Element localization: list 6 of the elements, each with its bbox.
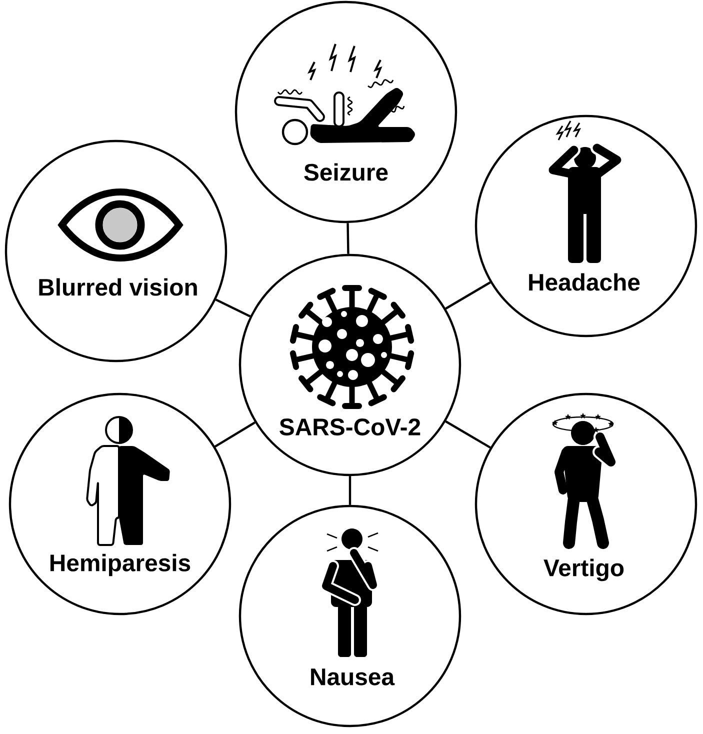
connector-line (346, 223, 350, 254)
connector-line (445, 420, 491, 449)
connector-line (348, 476, 352, 505)
connector-line (445, 281, 491, 310)
connector-line (214, 422, 256, 448)
connector-line (215, 298, 251, 318)
